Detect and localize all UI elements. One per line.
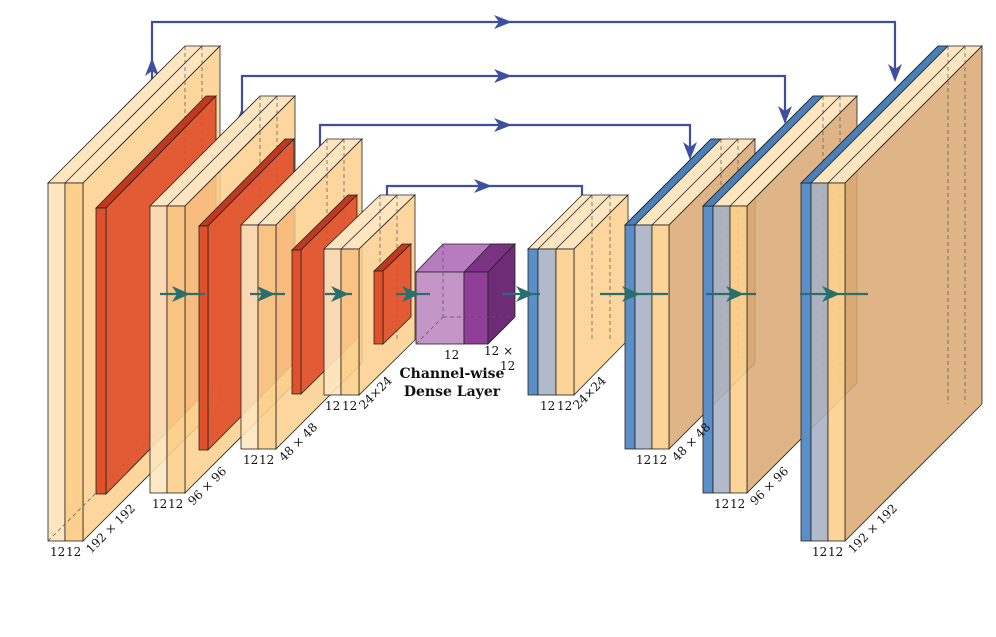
flow-arrowhead	[257, 286, 275, 302]
encoder-192-channel-label-1: 12	[50, 545, 65, 559]
skip-arrowhead	[494, 69, 512, 83]
skip-arrowhead	[494, 118, 512, 132]
flow-arrowhead	[822, 286, 840, 302]
dense-depth-label: 12	[444, 348, 459, 362]
dense-side-label-1: 12 ×	[484, 344, 513, 358]
decoder-48-channel-label-1: 12	[636, 453, 651, 467]
skip-connection-48	[318, 123, 692, 178]
decoder-96-channel-label-1: 12	[714, 497, 729, 511]
encoder-24-channel-label-2: 12	[342, 399, 357, 413]
encoder-96-channel-label-2: 12	[168, 497, 183, 511]
dense-layer-cube	[415, 243, 516, 345]
decoder-24-channel-label-1: 12	[540, 399, 555, 413]
encoder-block-24	[323, 194, 416, 396]
dense-side-label-2: 12	[500, 359, 515, 373]
flow-arrowhead	[402, 286, 420, 302]
encoder-192-channel-label-2: 12	[66, 545, 81, 559]
encoder-48-channel-label-2: 12	[259, 453, 274, 467]
skip-arrowhead	[888, 64, 902, 82]
decoder-block-24	[527, 194, 629, 396]
dense-layer-caption-line1: Channel-wise	[400, 366, 505, 382]
skip-arrowhead	[778, 106, 792, 124]
skip-connection-96	[240, 74, 787, 148]
encoder-24-channel-label-1: 12	[325, 399, 340, 413]
skip-arrowhead	[474, 179, 492, 193]
encoder-48-channel-label-1: 12	[243, 453, 258, 467]
decoder-96-channel-label-2: 12	[730, 497, 745, 511]
encoder-96-channel-label-1: 12	[152, 497, 167, 511]
decoder-block-192	[800, 45, 983, 542]
skip-arrowhead	[683, 142, 697, 160]
decoder-192-channel-label-1: 12	[812, 545, 827, 559]
decoder-48-channel-label-2: 12	[652, 453, 667, 467]
skip-connection-24	[385, 184, 584, 210]
decoder-24-channel-label-2: 12	[557, 399, 572, 413]
skip-arrowhead	[145, 58, 159, 76]
flow-arrowhead	[516, 286, 534, 302]
flow-arrowhead	[172, 286, 190, 302]
skip-arrowhead	[494, 15, 512, 29]
flow-arrowhead	[622, 286, 640, 302]
flow-arrowhead	[726, 286, 744, 302]
dense-layer-caption-line2: Dense Layer	[404, 384, 501, 400]
flow-arrowhead	[331, 286, 349, 302]
decoder-192-channel-label-2: 12	[828, 545, 843, 559]
